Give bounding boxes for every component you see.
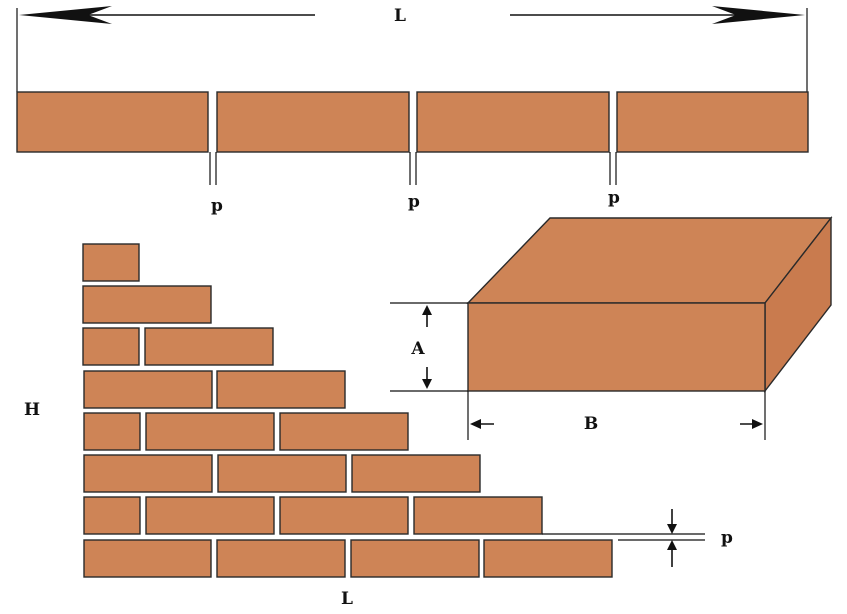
wall-brick xyxy=(145,496,275,535)
top-brick-1 xyxy=(16,91,209,153)
wall-brick xyxy=(350,539,480,578)
wall-brick xyxy=(83,370,213,409)
top-brick-3 xyxy=(416,91,610,153)
arrow-up-icon xyxy=(422,305,432,315)
wall-brick xyxy=(83,412,141,451)
arrow-left-icon xyxy=(470,419,481,429)
arrow-right-icon xyxy=(752,419,763,429)
wall-length-label: L xyxy=(341,589,353,609)
wall-brick xyxy=(82,243,140,282)
top-left-arrow xyxy=(19,6,315,24)
brick-height-label: A xyxy=(410,339,425,359)
wall-brick xyxy=(82,327,140,366)
wall-brick xyxy=(145,412,275,451)
arrowhead-left-icon xyxy=(19,6,112,24)
wall-brick xyxy=(217,454,347,493)
wall-brick xyxy=(83,539,212,578)
top-brick-4 xyxy=(616,91,809,153)
arrow-up-icon xyxy=(667,540,677,550)
arrow-down-icon xyxy=(422,379,432,389)
wall-brick xyxy=(413,496,543,535)
top-brick-row xyxy=(16,91,809,153)
joint-label-3: p xyxy=(608,188,620,208)
joint-label-2: p xyxy=(408,192,420,212)
brick-length-label: B xyxy=(584,414,598,434)
wall-brick xyxy=(483,539,613,578)
wall-brick xyxy=(83,496,141,535)
stepped-brick-wall xyxy=(82,243,613,578)
top-right-arrow xyxy=(510,6,805,24)
wall-brick xyxy=(144,327,274,366)
top-dimension-l: L xyxy=(16,6,808,92)
wall-joint-dimension: p xyxy=(542,509,733,567)
top-length-label: L xyxy=(394,6,406,26)
top-brick-2 xyxy=(216,91,410,153)
joint-markers: p p p xyxy=(209,152,620,216)
wall-height-label: H xyxy=(24,400,40,420)
arrowhead-right-icon xyxy=(712,6,805,24)
arrow-down-icon xyxy=(667,524,677,534)
single-brick-3d xyxy=(466,215,833,394)
brick-front-face xyxy=(467,302,766,392)
wall-brick xyxy=(83,454,213,493)
wall-joint-label: p xyxy=(721,528,733,548)
joint-label-1: p xyxy=(211,196,223,216)
wall-brick xyxy=(82,285,212,324)
wall-brick xyxy=(351,454,481,493)
wall-brick xyxy=(279,496,409,535)
brick-length-dimension: B xyxy=(467,391,766,440)
wall-brick xyxy=(279,412,409,451)
wall-brick xyxy=(216,370,346,409)
brick-height-dimension: A xyxy=(390,302,468,392)
wall-brick xyxy=(216,539,346,578)
